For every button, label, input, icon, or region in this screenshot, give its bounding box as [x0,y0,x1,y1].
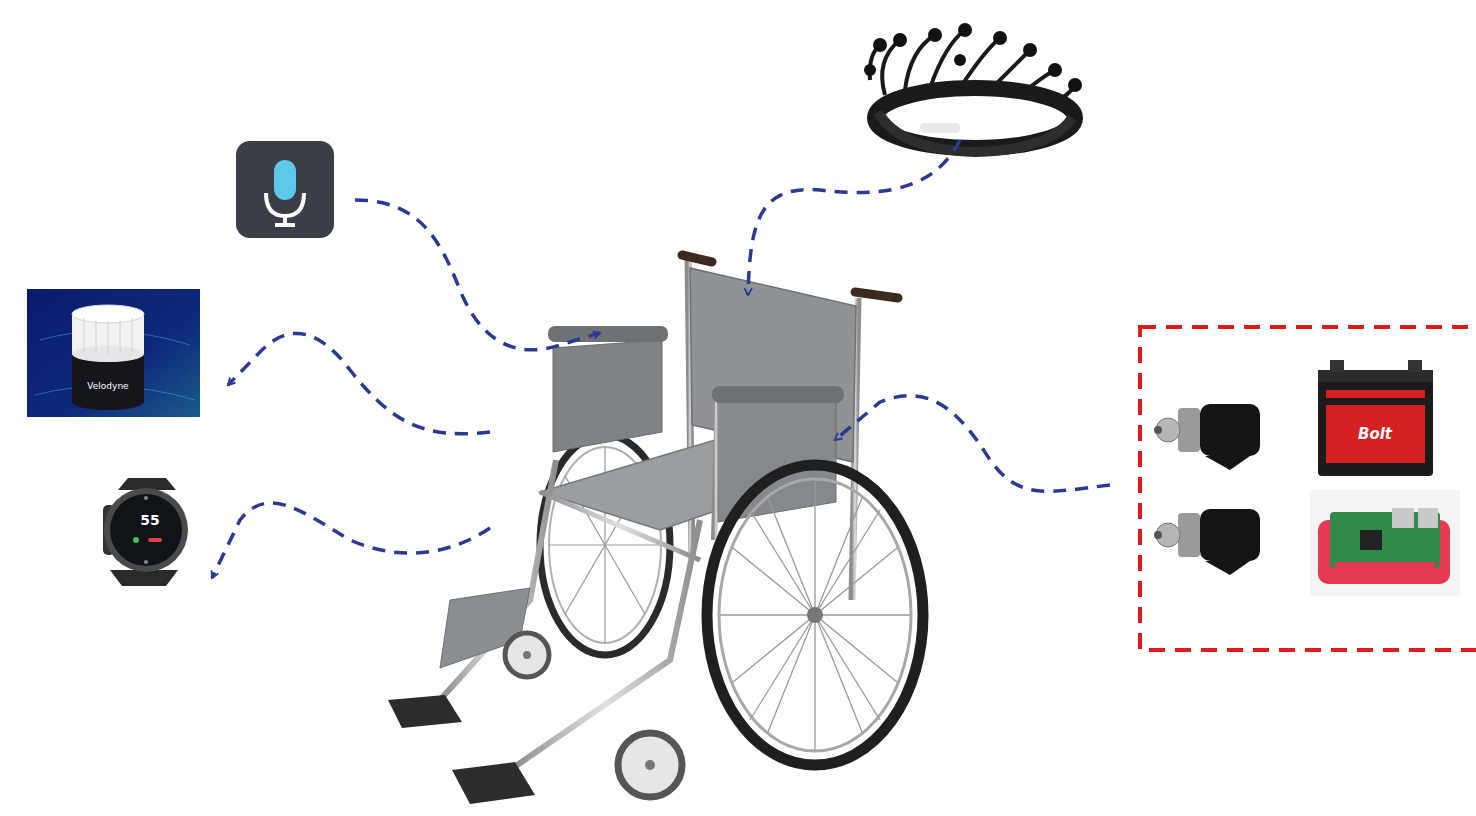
brand-label: Velodyne [87,382,128,391]
motor [1154,509,1260,575]
brand-label: Bolt [1358,427,1392,442]
lidar-sensor [27,289,200,417]
watch-display: 55 [140,513,159,527]
smartwatch [103,478,188,586]
component-bracket [1140,327,1476,650]
motor [1154,404,1260,470]
battery [1318,360,1433,476]
dashed-link [212,140,1110,578]
raspberry-pi [1310,490,1460,596]
wheelchair [388,255,923,804]
eeg-headset [864,23,1082,152]
microphone-icon [236,141,334,238]
